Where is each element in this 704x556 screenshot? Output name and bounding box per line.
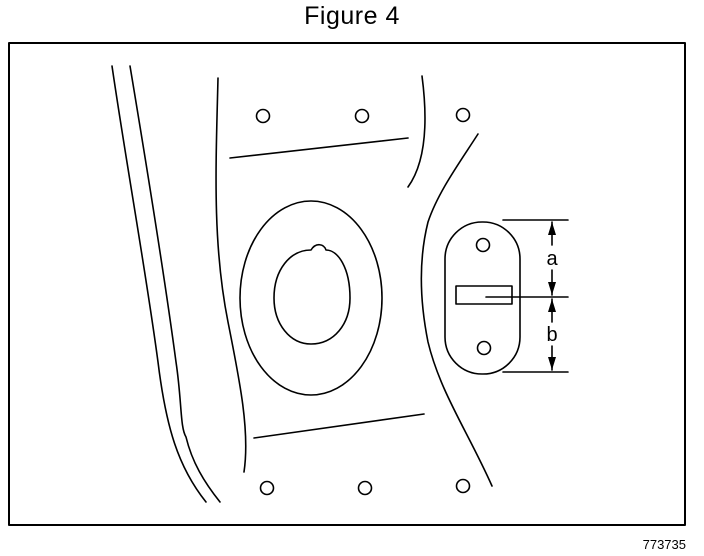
mounting-hole-bottom-right <box>455 478 471 494</box>
lower-crease-line <box>253 413 425 439</box>
mounting-hole-top-right <box>455 107 471 123</box>
striker-bracket <box>444 221 521 375</box>
body-edge-inner <box>129 65 221 503</box>
panel-edge-left <box>215 77 247 473</box>
reference-number: 773735 <box>642 537 686 552</box>
arrow-a-top <box>548 222 556 235</box>
dimension-label-b: b <box>546 324 557 346</box>
oval-recess <box>239 200 383 396</box>
upper-crease-line <box>229 137 409 159</box>
panel-edge-right-curve <box>420 133 493 487</box>
arrow-b-top <box>548 299 556 312</box>
mounting-hole-top-left <box>255 108 271 124</box>
bracket-hole-upper <box>475 237 491 253</box>
mounting-hole-top-center <box>354 108 370 124</box>
arrow-b-bottom <box>548 357 556 370</box>
mounting-hole-bottom-center <box>357 480 373 496</box>
hub-opening <box>273 243 351 345</box>
dimension-label-a: a <box>546 248 558 270</box>
striker-slot <box>455 285 513 305</box>
body-edge-outer <box>111 65 207 503</box>
panel-edge-right-upper <box>407 75 426 188</box>
figure-frame: a b <box>8 42 686 526</box>
frame-border <box>8 42 686 526</box>
figure-title: Figure 4 <box>304 2 400 30</box>
mounting-hole-bottom-left <box>259 480 275 496</box>
bracket-hole-lower <box>476 340 492 356</box>
arrow-a-bottom <box>548 282 556 295</box>
technical-drawing: a b <box>8 42 686 526</box>
